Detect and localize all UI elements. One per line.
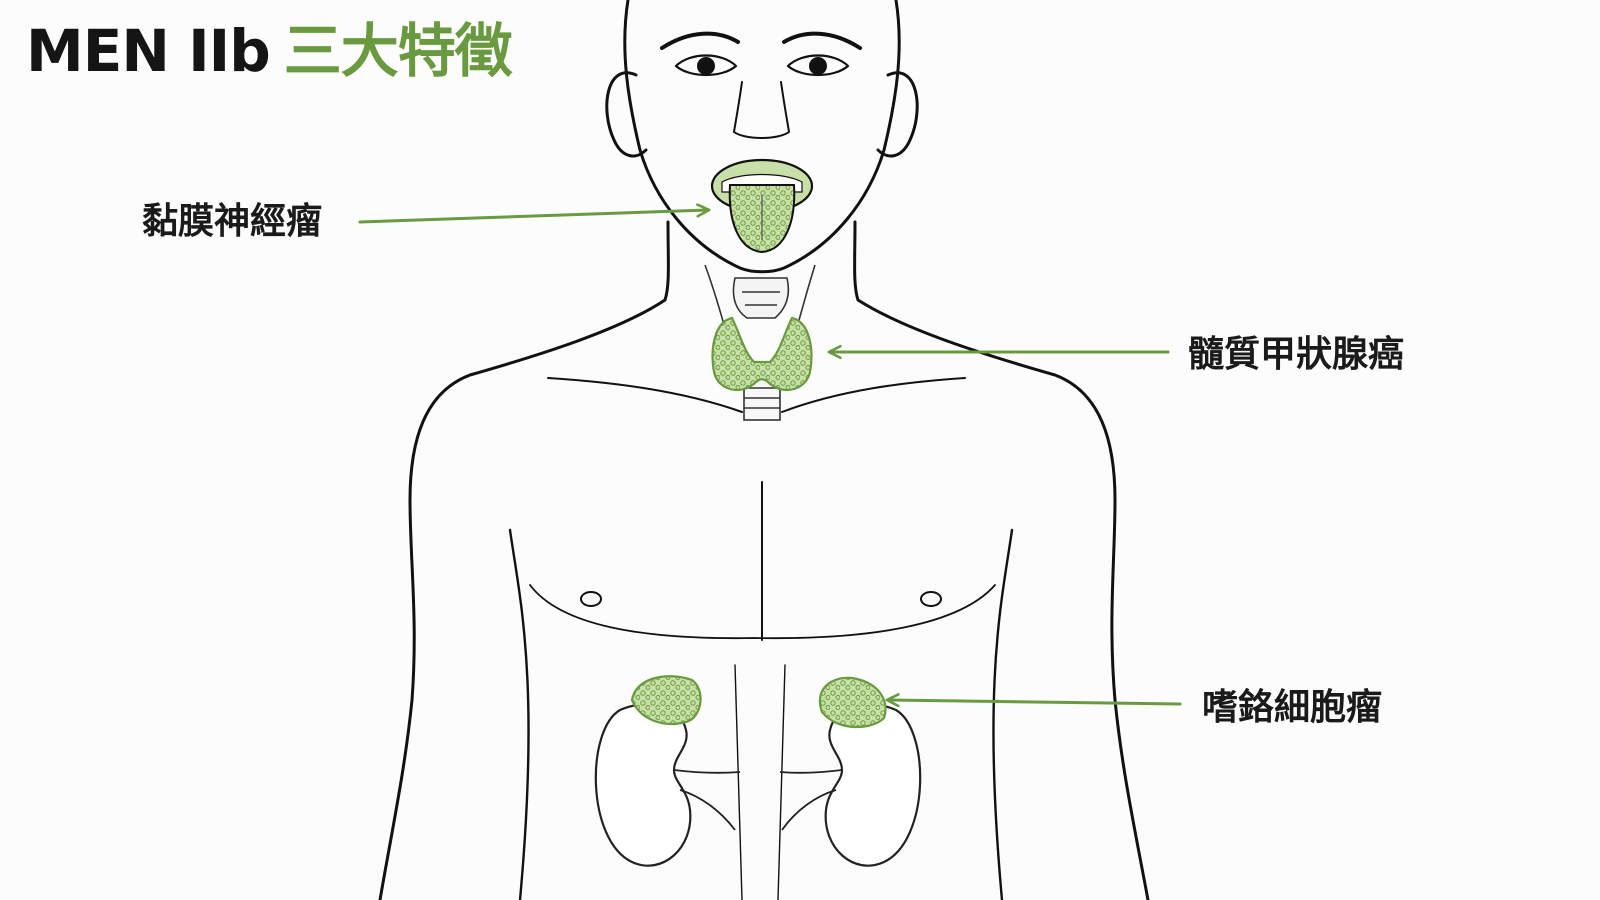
left-adrenal-gland [630,675,702,726]
title-highlight: 三大特徵 [283,17,513,85]
pointer-arrows [358,210,1182,704]
right-kidney [779,703,922,867]
torso-outline [378,220,1150,900]
mouth-tongue [710,158,814,254]
arrow-adrenal [888,700,1182,704]
title-main: MEN IIb [26,17,271,85]
arrow-tongue [358,210,708,224]
chest-detail [529,377,996,900]
label-medullary-thyroid-carcinoma: 髓質甲狀腺癌 [1188,334,1405,375]
right-adrenal-gland [818,676,887,729]
left-eye [697,57,715,75]
label-mucosal-neuroma: 黏膜神經瘤 [142,201,323,242]
label-pheochromocytoma: 嗜鉻細胞瘤 [1202,687,1383,728]
right-eye [809,57,827,75]
left-nipple [580,591,602,607]
right-nipple [920,591,942,607]
left-kidney [594,703,741,867]
head [605,0,919,274]
thyroid-gland [711,316,813,392]
